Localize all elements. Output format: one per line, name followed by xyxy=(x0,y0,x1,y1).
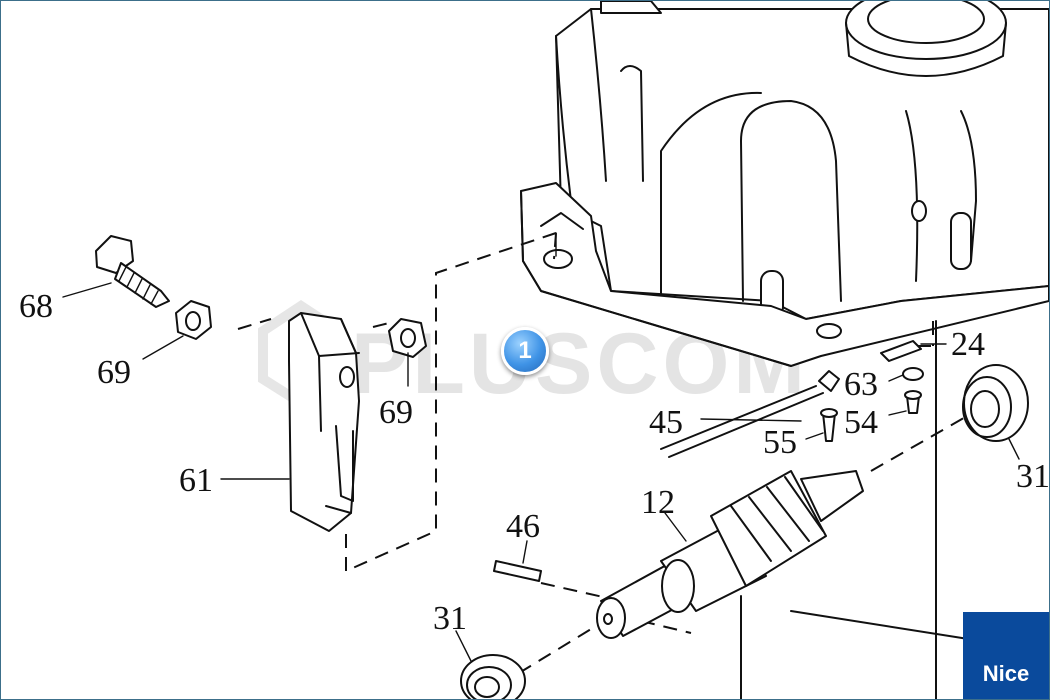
callout-12: 12 xyxy=(641,484,675,521)
leader-lines xyxy=(62,282,1020,662)
pin-46 xyxy=(493,560,542,582)
callout-55: 55 xyxy=(763,424,797,461)
callout-69-right: 69 xyxy=(379,394,413,431)
callout-31-right: 31 xyxy=(1016,458,1049,495)
callout-46: 46 xyxy=(506,508,540,545)
callout-61: 61 xyxy=(179,462,213,499)
bearing-31-right xyxy=(962,364,1029,442)
nut-69-right xyxy=(388,318,427,358)
bolt-68 xyxy=(95,235,170,308)
small-parts-group xyxy=(660,340,924,458)
callout-24: 24 xyxy=(951,326,985,363)
callout-69-left: 69 xyxy=(97,354,131,391)
brand-logo-badge: Nice xyxy=(963,612,1049,699)
callout-63: 63 xyxy=(844,366,878,403)
callout-numbers: 68 69 69 61 24 63 54 45 55 31 12 46 31 xyxy=(19,288,1049,637)
callout-31-bottom: 31 xyxy=(433,600,467,637)
callout-45: 45 xyxy=(649,404,683,441)
nut-69-left xyxy=(175,300,212,340)
callout-68: 68 xyxy=(19,288,53,325)
bearing-31-bottom xyxy=(460,654,526,699)
callout-54: 54 xyxy=(844,404,878,441)
worm-shaft-12 xyxy=(596,470,864,639)
motor-housing xyxy=(520,1,1049,367)
bracket-61 xyxy=(288,312,360,532)
part-hotspot-marker[interactable]: 1 xyxy=(501,327,549,375)
